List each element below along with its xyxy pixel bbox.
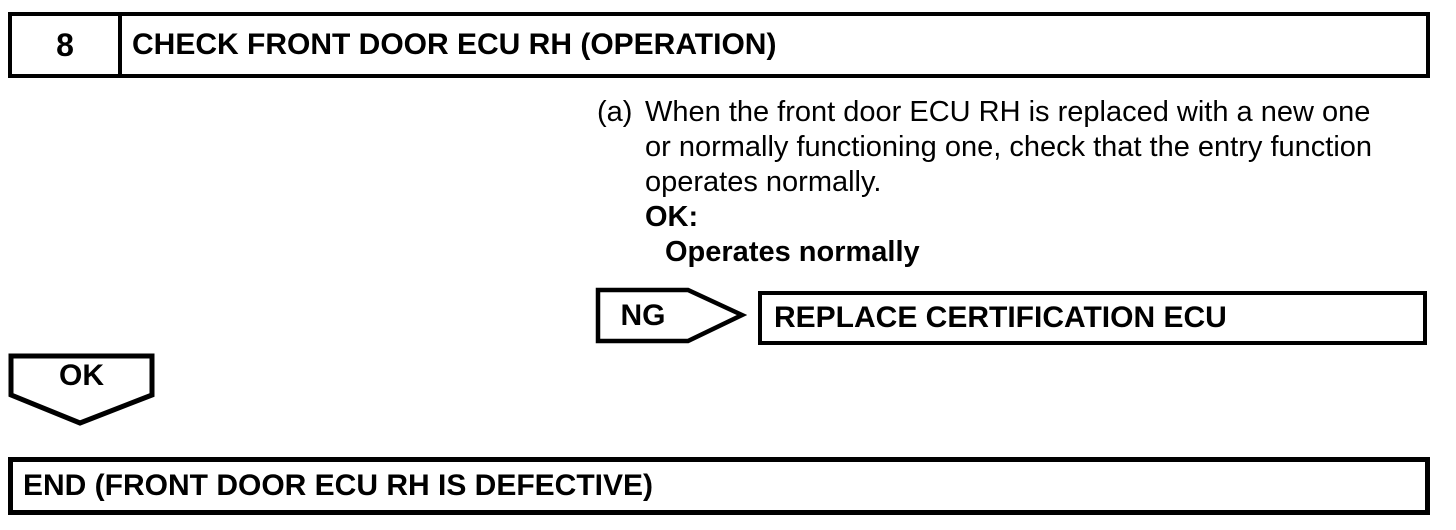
ng-action-box: REPLACE CERTIFICATION ECU: [758, 291, 1427, 345]
instruction-item-marker: (a): [597, 96, 633, 128]
ok-pointer-shape-icon: [8, 353, 155, 426]
ng-branch-label: NG: [620, 298, 666, 332]
ok-branch-label: OK: [59, 359, 104, 392]
ok-criteria-label: OK:: [645, 201, 699, 233]
end-result-box: END (FRONT DOOR ECU RH IS DEFECTIVE): [8, 457, 1430, 515]
ok-criteria-condition: Operates normally: [665, 236, 920, 268]
step-title: CHECK FRONT DOOR ECU RH (OPERATION): [132, 28, 777, 61]
instruction-line: When the front door ECU RH is replaced w…: [645, 96, 1371, 128]
step-header-box: 8 CHECK FRONT DOOR ECU RH (OPERATION): [8, 12, 1430, 78]
step-number: 8: [12, 16, 122, 74]
ng-pointer-shape-icon: [595, 287, 747, 344]
instruction-block: (a) When the front door ECU RH is replac…: [597, 95, 1442, 270]
instruction-line: or normally functioning one, check that …: [645, 131, 1373, 163]
instruction-line: operates normally.: [645, 166, 882, 198]
